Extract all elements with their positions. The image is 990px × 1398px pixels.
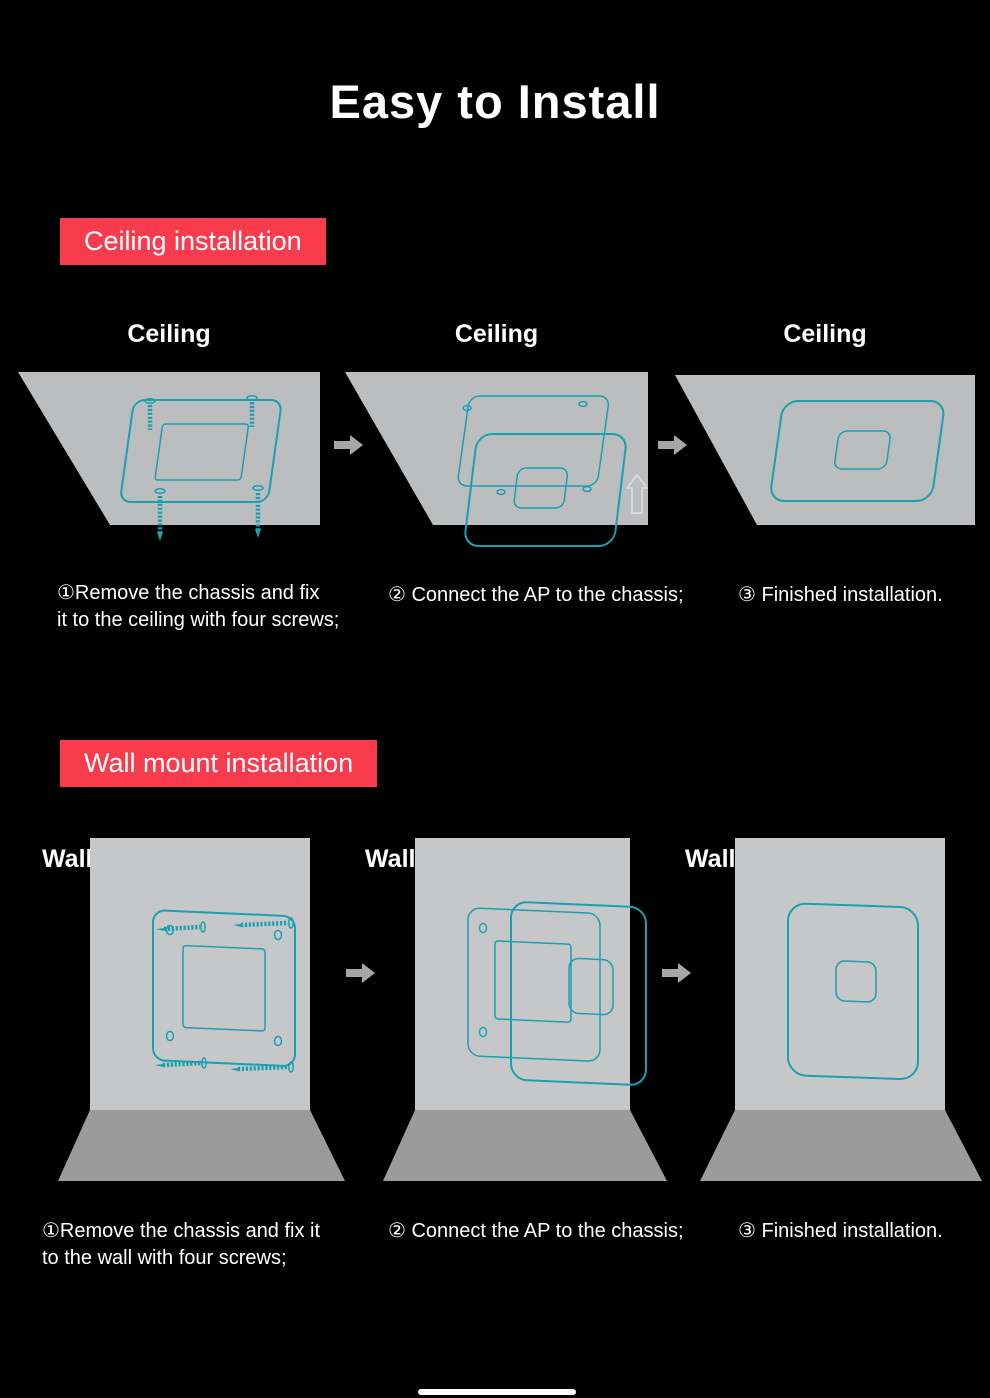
wall-surface xyxy=(415,838,630,1110)
wall-surface xyxy=(90,838,310,1110)
floor-shadow xyxy=(383,1110,667,1181)
ceiling-step2-caption: ② Connect the AP to the chassis; xyxy=(388,584,684,606)
wall-step3-caption: ③ Finished installation. xyxy=(738,1220,943,1242)
chassis-outline xyxy=(152,909,296,1067)
chassis-outline xyxy=(467,907,601,1062)
chassis-outline xyxy=(120,399,282,503)
wall-step1-illustration xyxy=(58,838,345,1181)
arrow-right-icon xyxy=(346,963,375,983)
ceiling-panel-label-2: Ceiling xyxy=(454,320,539,348)
wall-panel-label-3: Wall xyxy=(685,845,736,873)
arrow-right-icon xyxy=(662,963,691,983)
arrow-right-icon xyxy=(658,435,687,455)
ceiling-step3-illustration xyxy=(675,375,975,525)
floor-shadow xyxy=(700,1110,982,1181)
wall-section-badge: Wall mount installation xyxy=(60,740,378,787)
up-arrow-icon xyxy=(626,474,648,514)
ceiling-surface xyxy=(18,372,320,525)
page-title: Easy to Install xyxy=(329,75,661,128)
wall-step1-caption: ①Remove the chassis and fix it to the wa… xyxy=(42,1220,321,1269)
ceiling-panel-label-1: Ceiling xyxy=(127,320,211,348)
floor-shadow xyxy=(58,1110,345,1181)
ceiling-surface xyxy=(675,375,975,525)
ap-outline xyxy=(787,902,919,1080)
chassis-outline xyxy=(457,395,610,496)
ceiling-step2-illustration xyxy=(345,372,648,547)
wall-panel-label-2: Wall xyxy=(365,845,416,873)
ceiling-section-badge: Ceiling installation xyxy=(60,218,326,265)
wall-panel-label-1: Wall xyxy=(42,845,93,873)
ap-outline xyxy=(770,400,945,502)
ceiling-step1-illustration xyxy=(18,372,320,541)
ap-outline xyxy=(464,433,627,547)
wall-surface xyxy=(735,838,945,1110)
ceiling-step3-caption: ③ Finished installation. xyxy=(738,584,943,606)
ceiling-panel-label-3: Ceiling xyxy=(783,320,867,348)
arrow-right-icon xyxy=(334,435,363,455)
screw-icon xyxy=(155,917,294,1073)
wall-step2-caption: ② Connect the AP to the chassis; xyxy=(388,1220,684,1242)
wall-step2-illustration xyxy=(383,838,667,1181)
screw-icon xyxy=(144,395,264,541)
ap-outline xyxy=(510,901,647,1086)
home-indicator-bar xyxy=(418,1389,576,1395)
ceiling-step1-caption: ①Remove the chassis and fix it to the ce… xyxy=(57,582,340,631)
wall-step3-illustration xyxy=(700,838,982,1181)
